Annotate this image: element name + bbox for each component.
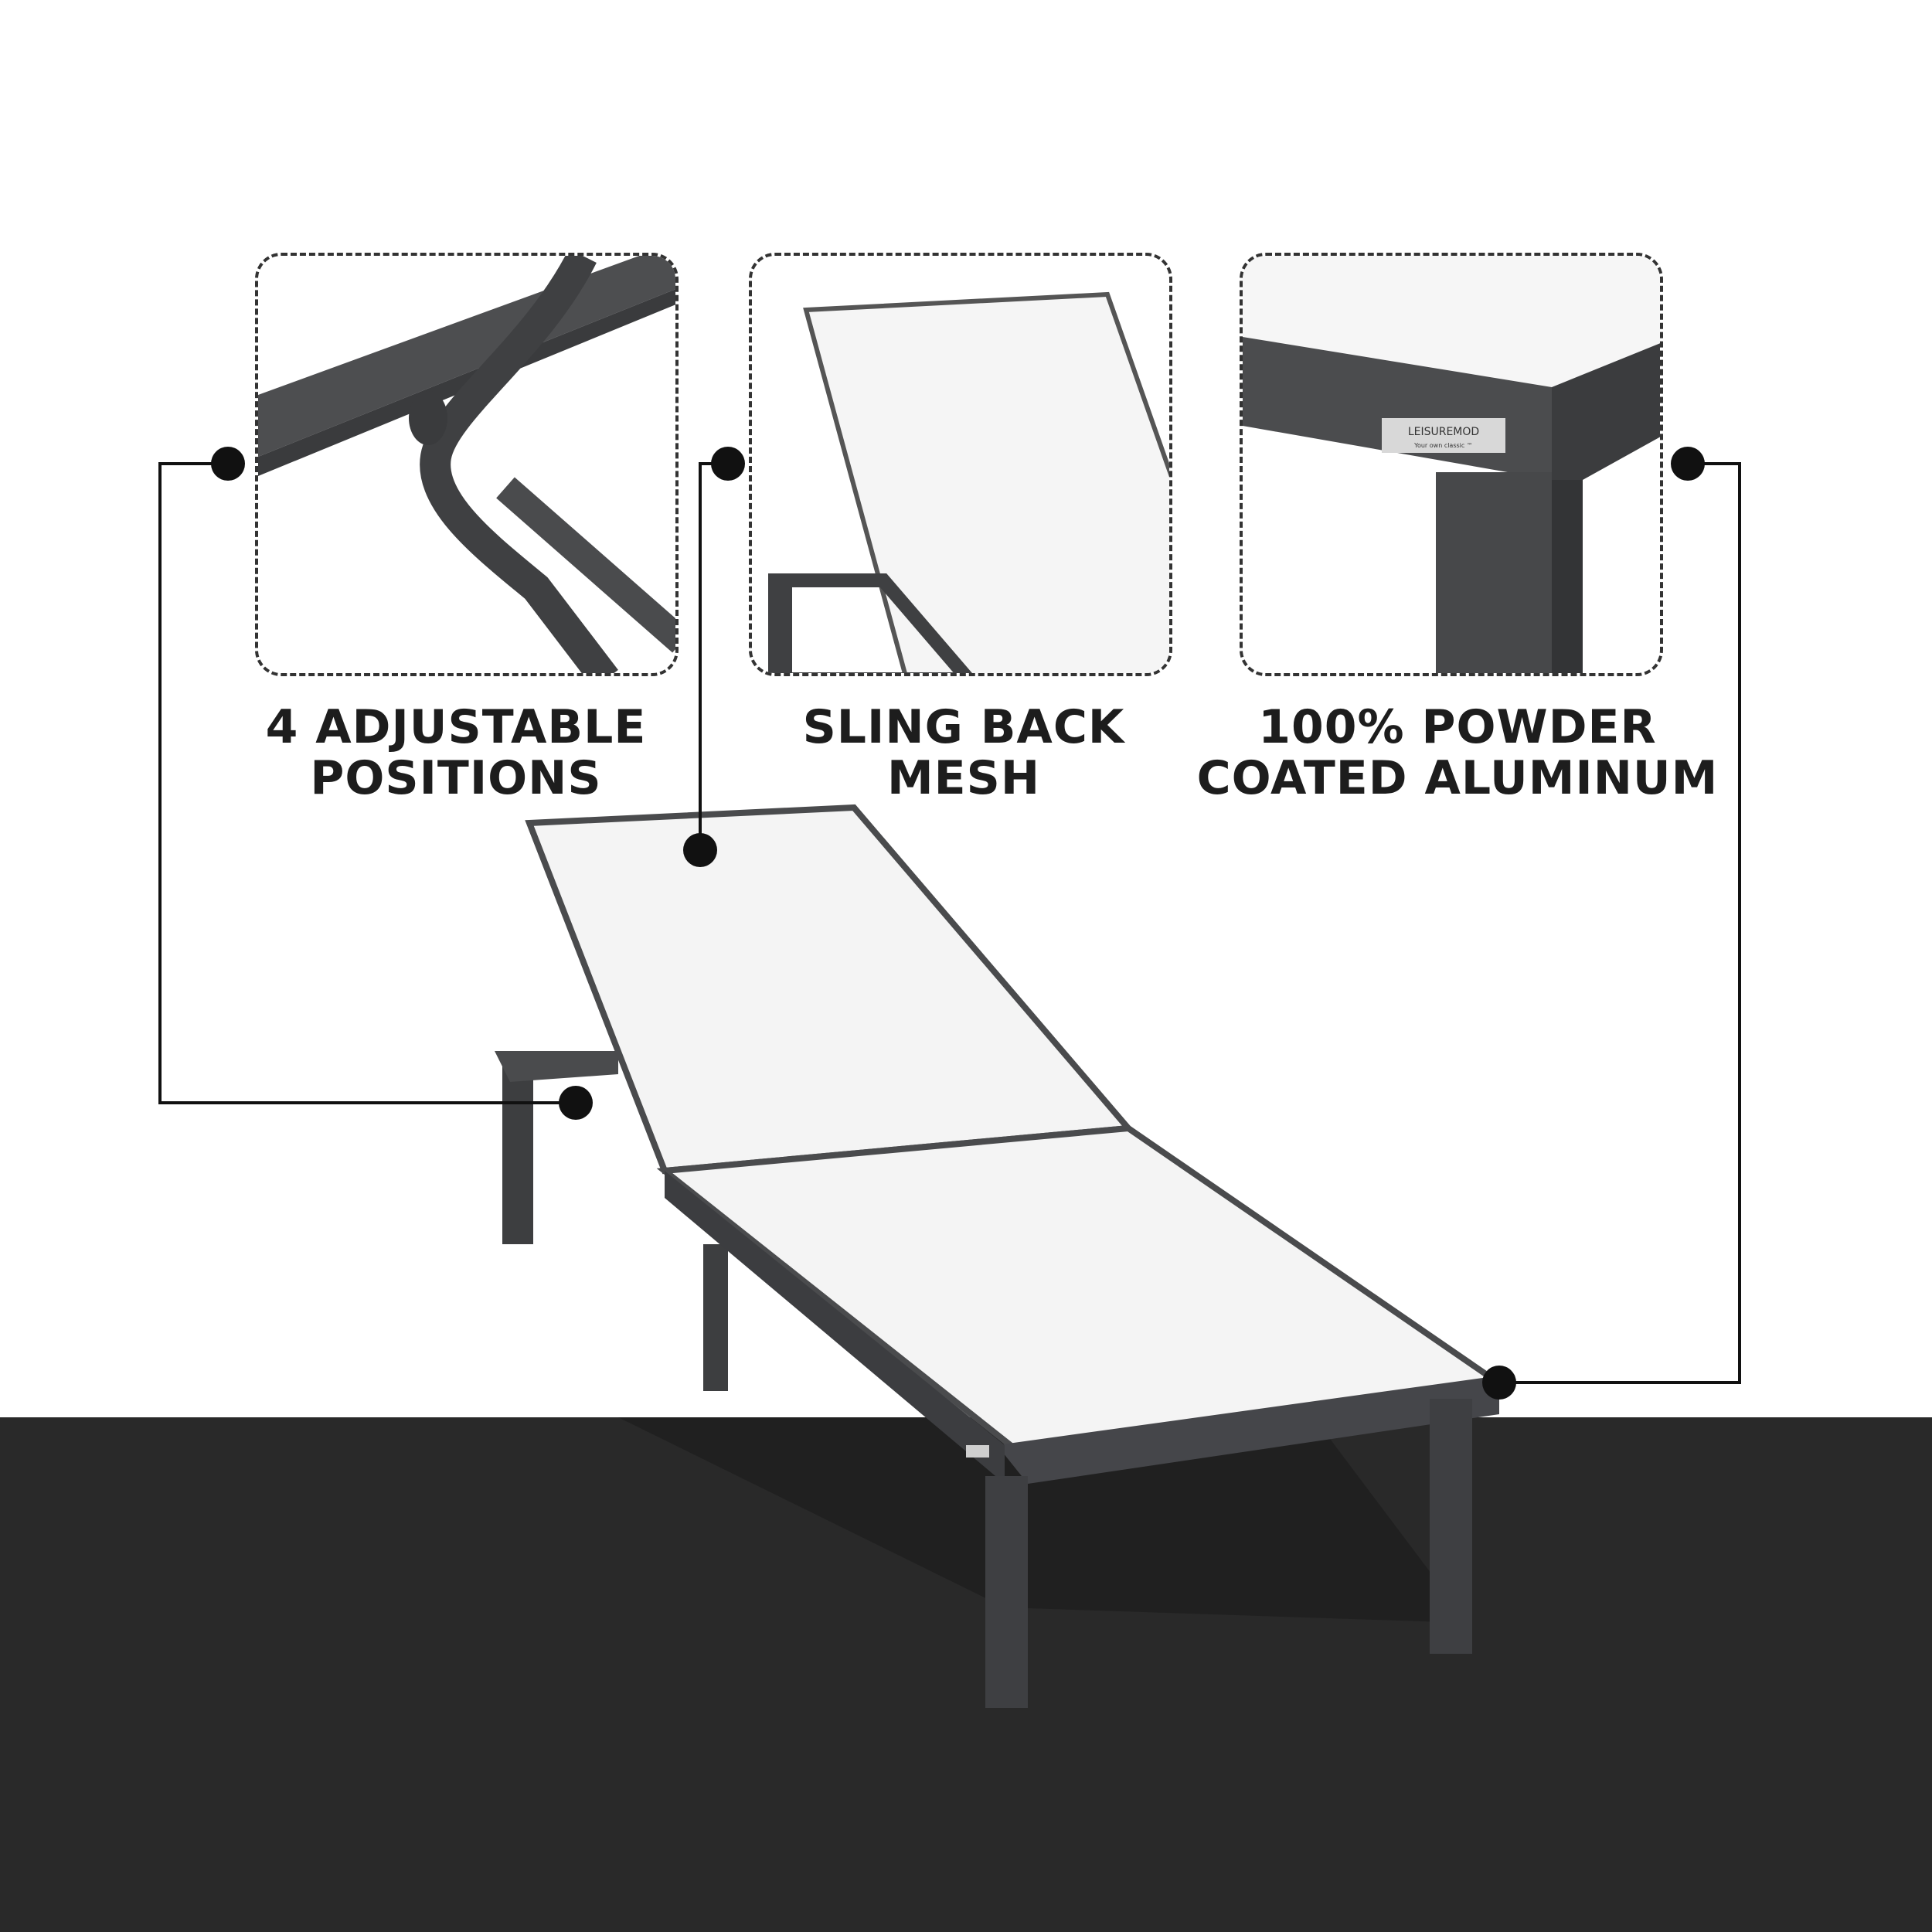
callout-dot <box>711 447 745 481</box>
callout-dot <box>1671 447 1705 481</box>
caption-aluminum: 100% POWDER COATED ALUMINUM <box>1187 702 1728 804</box>
callout-sling <box>699 462 728 850</box>
callout-aluminum <box>1499 462 1741 1384</box>
brand-plate-name: LEISUREMOD <box>1408 426 1479 438</box>
detail-box-adjustable <box>255 253 679 676</box>
detail-box-sling <box>749 253 1172 676</box>
caption-sling: SLING BACK MESH <box>693 702 1234 804</box>
callout-dot <box>559 1086 593 1120</box>
hinge-closeup-image <box>258 256 675 673</box>
brand-plate <box>1382 418 1505 453</box>
caption-line: POSITIONS <box>310 751 602 805</box>
callout-dot <box>1482 1366 1516 1400</box>
caption-adjustable: 4 ADJUSTABLE POSITIONS <box>185 702 726 804</box>
caption-line: 4 ADJUSTABLE <box>265 700 647 754</box>
sling-closeup-image <box>768 291 1169 673</box>
caption-line: SLING BACK <box>802 700 1125 754</box>
caption-line: MESH <box>886 751 1041 805</box>
callout-dot <box>211 447 245 481</box>
aluminum-corner-image: LEISUREMOD Your own classic ™ <box>1243 256 1660 673</box>
callout-adjustable <box>158 462 576 1104</box>
brand-plate-tagline: Your own classic ™ <box>1413 442 1473 449</box>
callout-dot <box>683 833 717 867</box>
caption-line: 100% POWDER <box>1258 700 1657 754</box>
detail-box-aluminum: LEISUREMOD Your own classic ™ <box>1240 253 1663 676</box>
caption-line: COATED ALUMINUM <box>1196 751 1719 805</box>
